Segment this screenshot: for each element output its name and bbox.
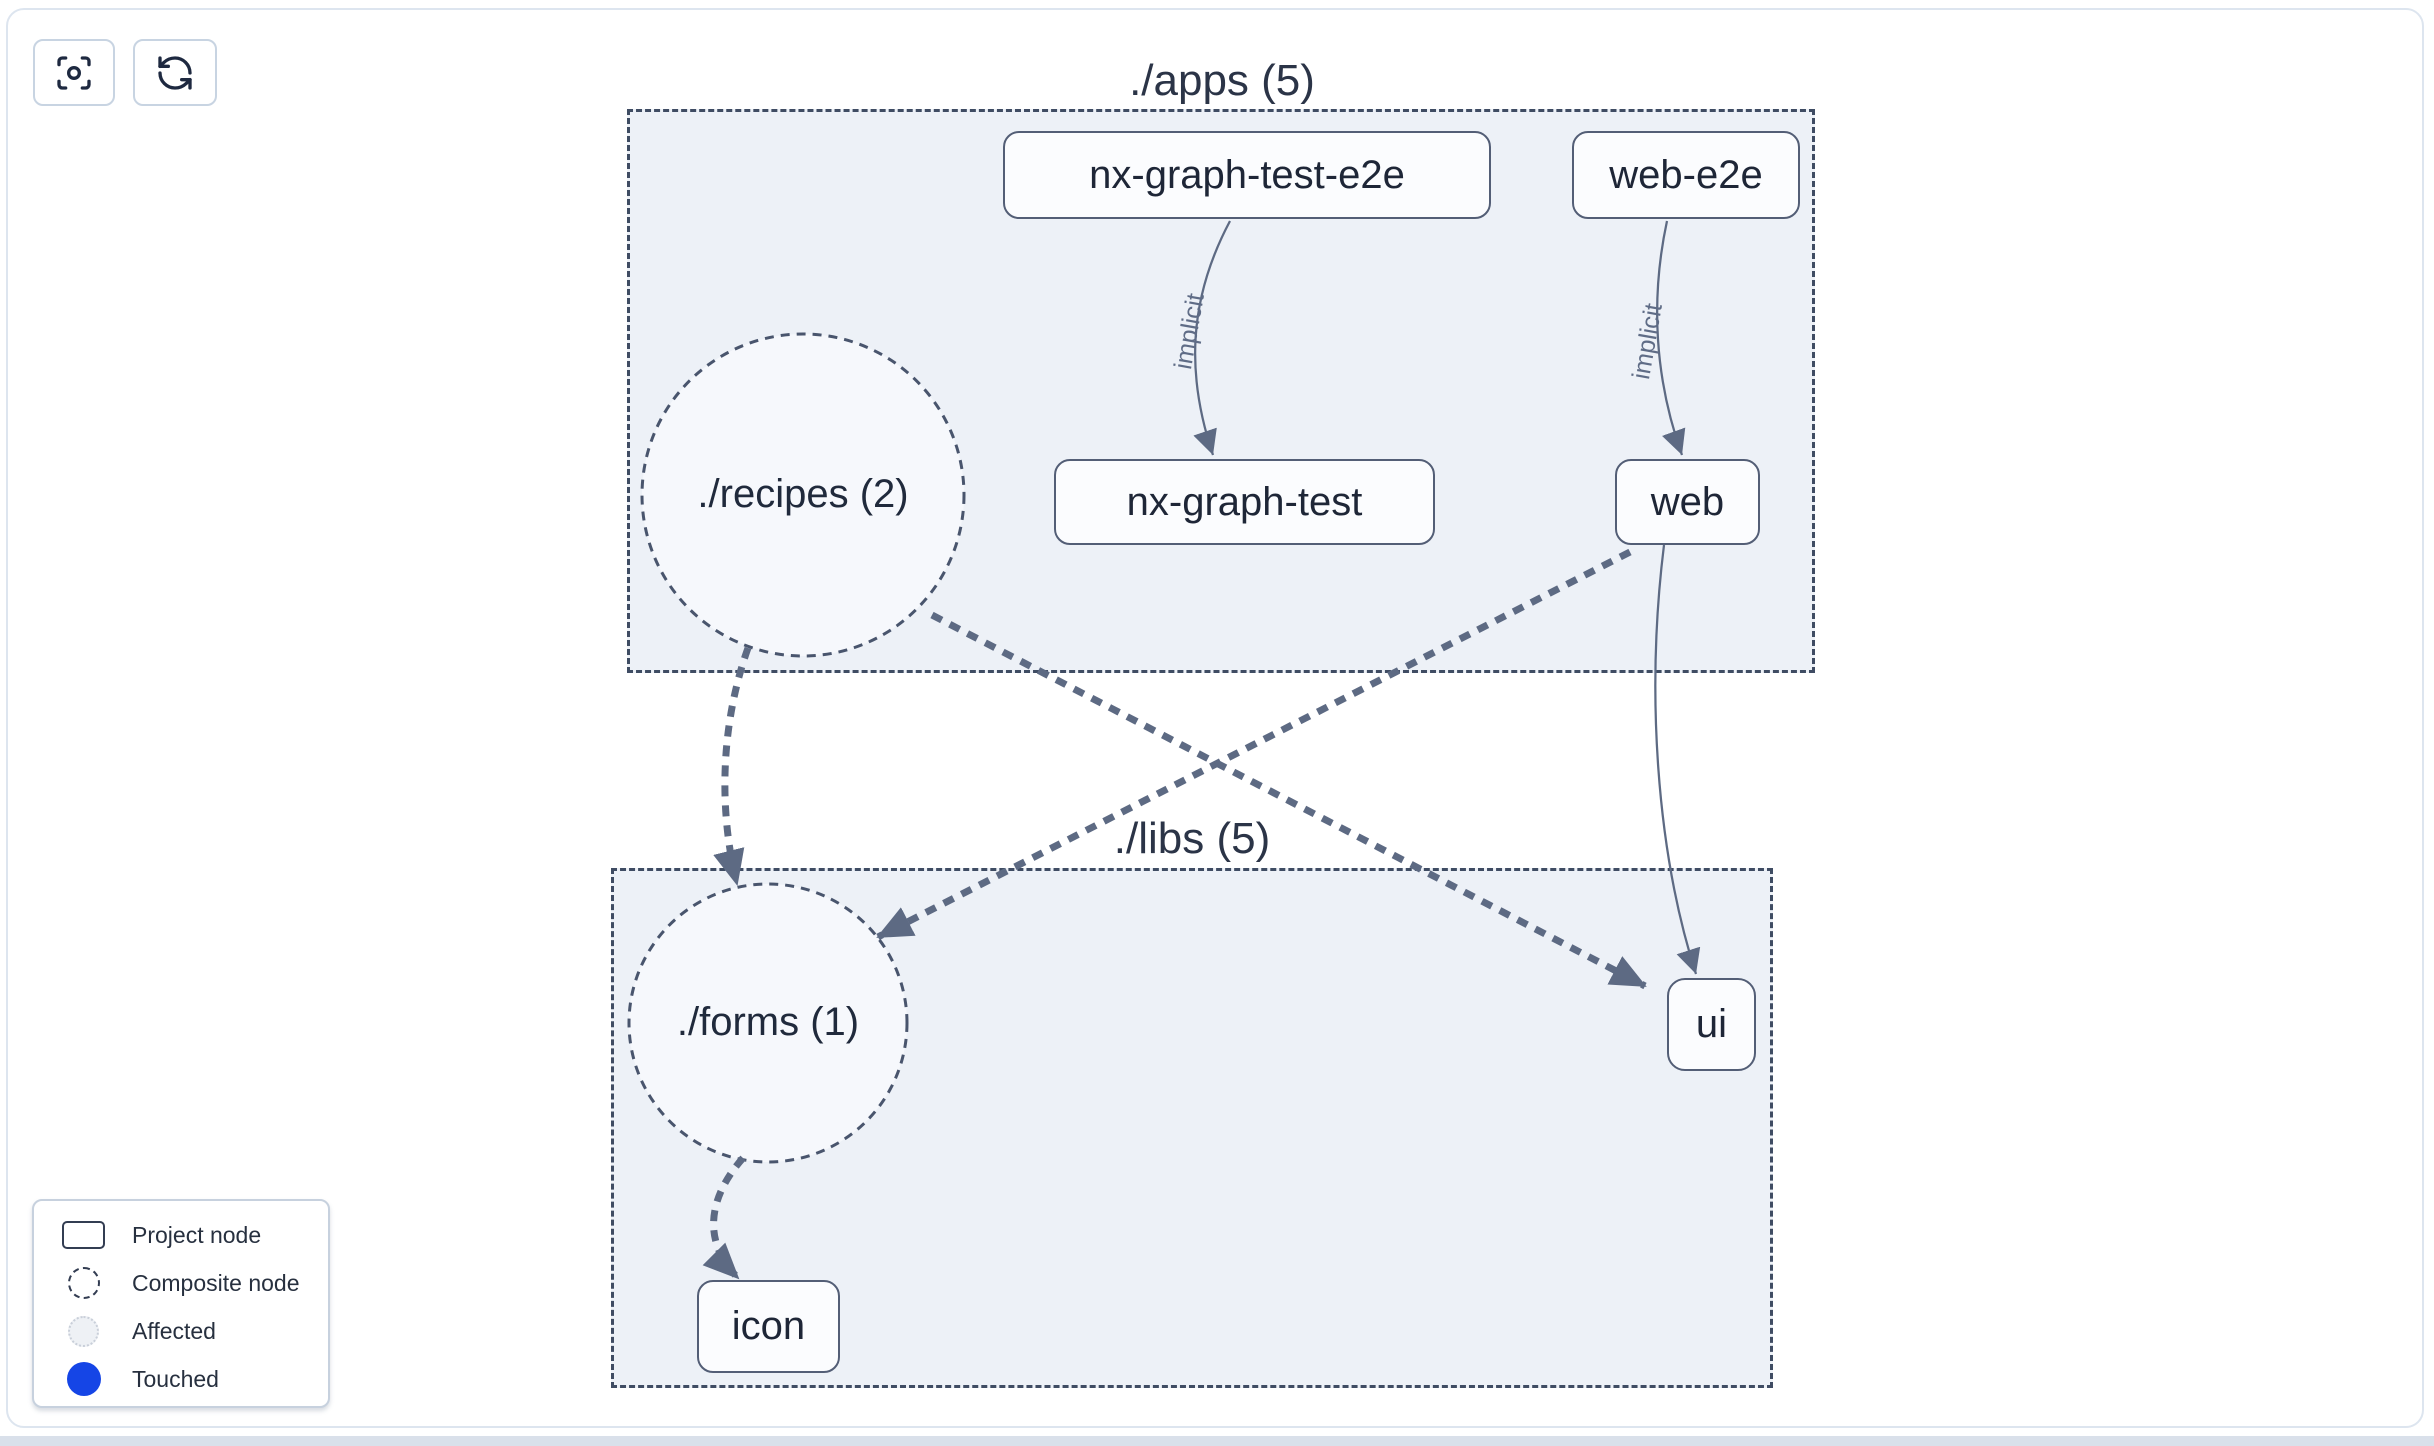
composite-node-recipes-label[interactable]: ./recipes (2) bbox=[697, 472, 909, 516]
legend-label: Project node bbox=[132, 1221, 262, 1248]
group-label-apps: ./apps (5) bbox=[1129, 56, 1315, 105]
refresh-graph-button[interactable] bbox=[133, 39, 217, 106]
legend-item-affected: Affected bbox=[34, 1307, 328, 1355]
focus-icon bbox=[54, 53, 94, 93]
legend-panel: Project node Composite node Affected Tou… bbox=[32, 1199, 330, 1408]
center-graph-button[interactable] bbox=[33, 39, 115, 106]
project-node-icon[interactable]: icon bbox=[697, 1280, 840, 1373]
page-bottom-strip bbox=[0, 1436, 2434, 1446]
project-node-nx-graph-test-e2e[interactable]: nx-graph-test-e2e bbox=[1003, 131, 1491, 219]
legend-label: Touched bbox=[132, 1365, 219, 1392]
project-node-nx-graph-test[interactable]: nx-graph-test bbox=[1054, 459, 1435, 545]
refresh-icon bbox=[155, 53, 195, 93]
project-node-web-e2e[interactable]: web-e2e bbox=[1572, 131, 1800, 219]
project-node-swatch bbox=[62, 1221, 105, 1249]
composite-node-swatch bbox=[67, 1267, 100, 1299]
legend-label: Composite node bbox=[132, 1269, 300, 1296]
touched-swatch bbox=[66, 1362, 101, 1396]
project-node-web[interactable]: web bbox=[1615, 459, 1760, 545]
legend-item-project-node: Project node bbox=[34, 1211, 328, 1259]
composite-node-forms-label[interactable]: ./forms (1) bbox=[676, 1000, 860, 1044]
affected-swatch bbox=[68, 1315, 99, 1347]
project-node-ui[interactable]: ui bbox=[1667, 978, 1756, 1071]
group-label-libs: ./libs (5) bbox=[1113, 814, 1271, 863]
legend-item-touched: Touched bbox=[34, 1355, 328, 1403]
legend-label: Affected bbox=[132, 1317, 216, 1344]
legend-item-composite-node: Composite node bbox=[34, 1259, 328, 1307]
